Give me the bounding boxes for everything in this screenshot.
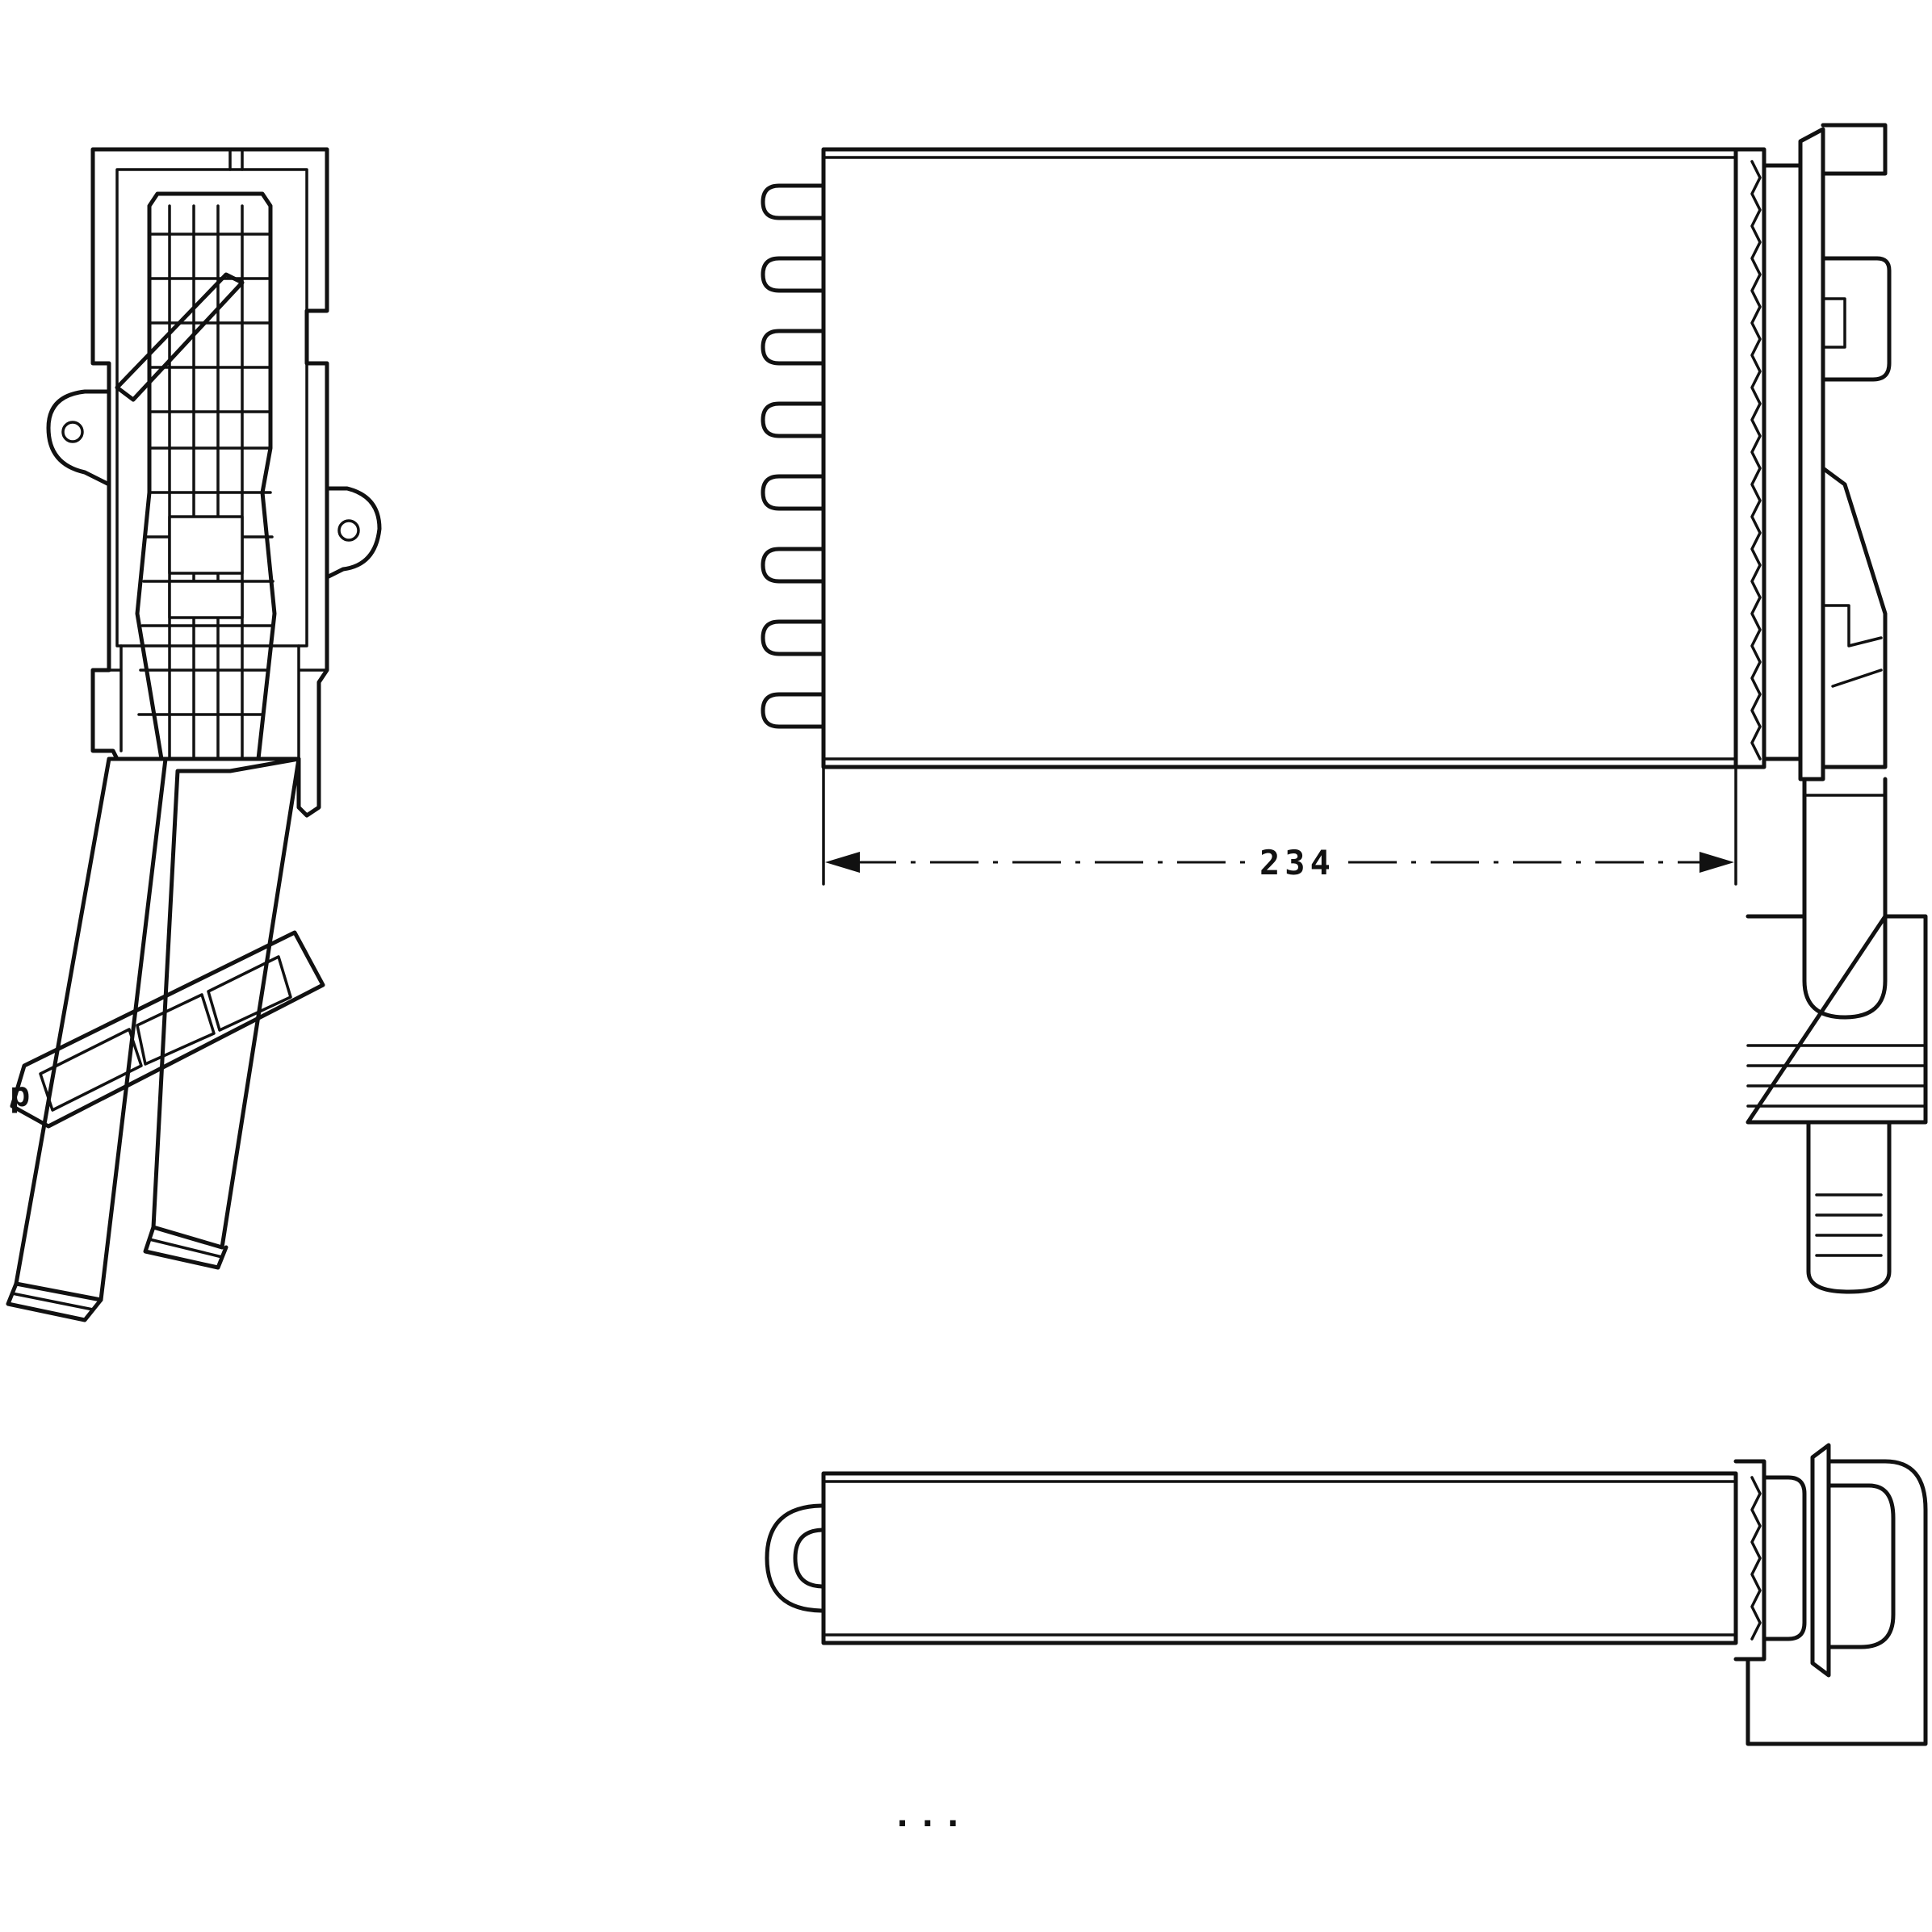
dimension-arrow-left [825,852,860,873]
top-end-plate [1810,1443,1831,1678]
top-outlet-inner [1826,1483,1896,1649]
front-end-plate [1798,127,1825,782]
front-core-body [821,147,1738,769]
top-left-loop [765,1503,826,1613]
top-flange [1762,1475,1807,1641]
top-core-fin-edges [822,1480,1737,1637]
front-spigot-ribs [1815,1193,1883,1257]
front-lower-bracket-inner [1821,604,1883,688]
top-view [765,1443,1928,1746]
front-side-bracket-tab [1821,297,1846,349]
side-pipe-clamp-slots [39,955,292,1112]
side-lower-steps [91,644,329,809]
front-connector-block [1746,914,1928,1125]
front-connector-ribs [1746,1044,1927,1108]
front-width-dimension: 234 [822,765,1737,886]
side-left-mount-hole [61,421,84,443]
front-top-tab [1821,123,1888,176]
top-left-loop-inner [793,1528,826,1589]
dimension-arrow-right [1699,852,1734,873]
top-header-serration [1750,1476,1762,1641]
scan-speck: ... [892,1795,968,1834]
front-header-tank [1733,147,1766,769]
front-outlet-pipe [1802,777,1888,1020]
side-diagonal-brace [115,272,245,402]
side-right-pipe [151,756,301,1250]
top-core-body [821,1471,1738,1645]
front-flange [1762,163,1803,761]
top-outlet-housing [1746,1459,1928,1746]
side-clamp-mark: p [10,1075,35,1114]
side-left-pipe [14,756,168,1302]
side-core-grid [137,204,275,761]
side-left-mount-ear [46,389,111,487]
side-right-mount-hole [337,519,360,542]
side-left-pipe-end-rib [10,1292,94,1311]
side-pipe-clamp [10,930,325,1129]
dimension-label: 234 [1259,843,1335,882]
side-right-mount-ear [325,486,382,580]
front-spigot [1806,1120,1892,1294]
front-tube-loops [761,183,826,729]
front-header-serration [1750,160,1762,761]
front-view: 234 [761,123,1928,1294]
front-lower-bracket [1821,466,1888,769]
side-view: p [6,147,382,1322]
side-right-pipe-end-rib [148,1238,224,1259]
side-top-notch [228,148,244,171]
front-side-bracket [1821,256,1892,382]
